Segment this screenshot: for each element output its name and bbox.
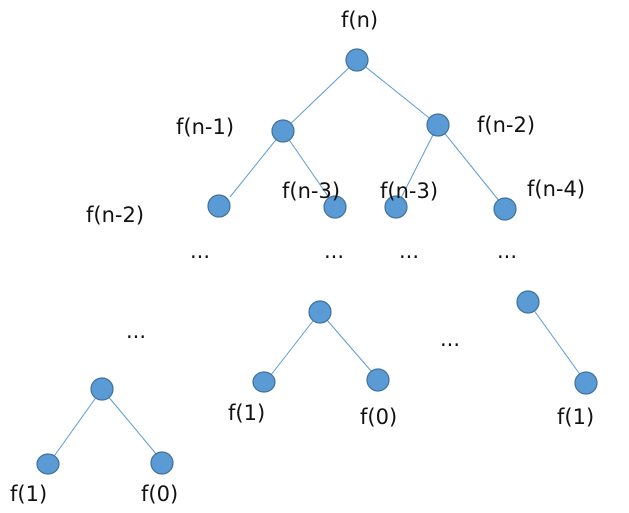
label-sub2-right: f(0) bbox=[360, 405, 397, 429]
label-sub3-right: f(1) bbox=[557, 405, 594, 429]
label-l2-c: f(n-3) bbox=[380, 179, 438, 203]
edge-right-c bbox=[399, 124, 439, 201]
ellipsis-6: ... bbox=[440, 327, 460, 351]
ellipsis-4: ... bbox=[497, 239, 517, 263]
label-sub1-left: f(1) bbox=[10, 482, 47, 506]
label-sub1-right: f(0) bbox=[141, 482, 178, 506]
edge-right-d bbox=[437, 124, 501, 203]
node-l1-left bbox=[271, 119, 295, 143]
label-root: f(n) bbox=[341, 8, 378, 32]
edge-sub2-right bbox=[319, 311, 379, 380]
ellipsis-3: ... bbox=[399, 239, 419, 263]
node-sub2-right bbox=[366, 368, 390, 392]
node-sub1-left bbox=[36, 453, 60, 475]
edge-sub3 bbox=[527, 301, 585, 381]
node-sub2-left bbox=[252, 371, 276, 393]
node-root bbox=[345, 48, 369, 72]
label-sub2-left: f(1) bbox=[228, 401, 265, 425]
label-l2-b: f(n-3) bbox=[282, 179, 340, 203]
edge-sub1-left bbox=[49, 388, 103, 463]
ellipsis-1: ... bbox=[190, 239, 210, 263]
label-l1-left: f(n-1) bbox=[176, 115, 234, 139]
edge-sub1-right bbox=[101, 388, 163, 462]
node-sub2-root bbox=[308, 300, 332, 324]
node-l2-b bbox=[323, 195, 347, 219]
ellipsis-5: ... bbox=[126, 319, 146, 343]
edge-root-left bbox=[282, 59, 358, 132]
node-sub3-right bbox=[574, 371, 598, 395]
edge-left-b bbox=[282, 130, 333, 203]
node-sub3-root bbox=[516, 290, 540, 314]
edge-root-right bbox=[356, 59, 439, 126]
label-l2-d: f(n-4) bbox=[527, 177, 585, 201]
label-l2-a: f(n-2) bbox=[86, 203, 144, 227]
node-l2-d bbox=[493, 197, 517, 221]
label-l1-right: f(n-2) bbox=[477, 113, 535, 137]
node-sub1-right bbox=[150, 451, 174, 475]
edge-sub2-left bbox=[266, 311, 321, 381]
edge-left-a bbox=[229, 130, 284, 198]
ellipsis-2: ... bbox=[324, 239, 344, 263]
node-l1-right bbox=[426, 113, 450, 137]
node-l2-c bbox=[384, 195, 408, 219]
node-sub1-root bbox=[90, 377, 114, 401]
node-l2-a bbox=[207, 194, 231, 218]
